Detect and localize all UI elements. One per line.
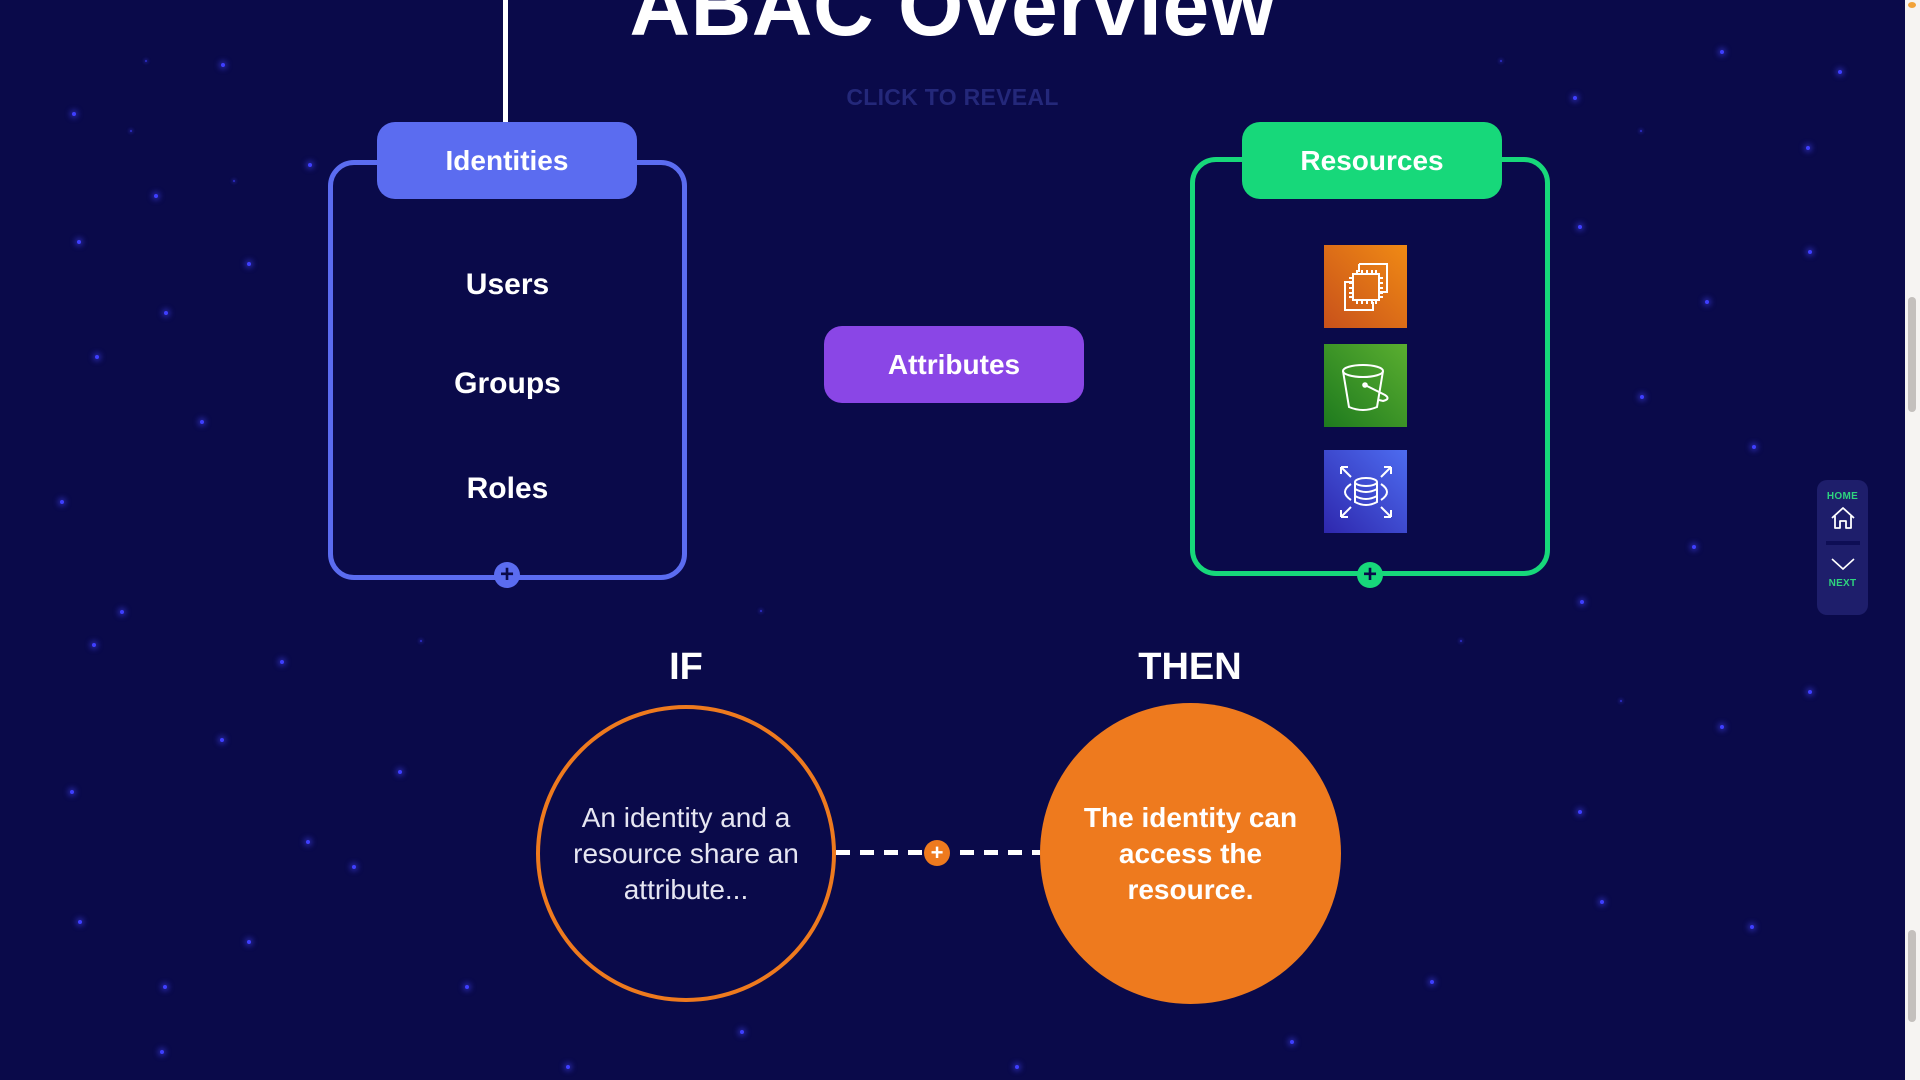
star (1578, 225, 1582, 229)
click-to-reveal-hint[interactable]: CLICK TO REVEAL (846, 84, 1059, 110)
condition-plus-icon[interactable]: + (924, 840, 950, 866)
star (1620, 700, 1622, 702)
scrollbar-thumb-secondary[interactable] (1908, 930, 1916, 1022)
star (1838, 70, 1842, 74)
resources-header[interactable]: Resources (1242, 122, 1502, 199)
chevron-down-icon[interactable] (1830, 557, 1856, 576)
star (1752, 445, 1756, 449)
star (78, 920, 82, 924)
star (1808, 250, 1812, 254)
star (130, 130, 132, 132)
star (120, 610, 124, 614)
star (60, 500, 64, 504)
identity-item-roles: Roles (466, 472, 549, 505)
star (1808, 690, 1812, 694)
star (465, 985, 469, 989)
slide-navigation: HOME NEXT (1817, 480, 1868, 615)
star (1692, 545, 1696, 549)
star (1720, 50, 1724, 54)
resources-header-label: Resources (1300, 144, 1444, 176)
star (306, 840, 310, 844)
rds-database-icon (1324, 450, 1407, 533)
nav-divider (1825, 541, 1860, 545)
star (1580, 600, 1584, 604)
star (72, 112, 76, 116)
identities-expand-plus-icon[interactable]: + (494, 562, 520, 588)
star (308, 163, 312, 167)
star (398, 770, 402, 774)
ec2-compute-icon (1324, 245, 1407, 328)
if-label: IF (669, 646, 703, 688)
star (163, 985, 167, 989)
star (200, 420, 204, 424)
next-label[interactable]: NEXT (1828, 578, 1857, 589)
home-label[interactable]: HOME (1826, 491, 1859, 502)
star (154, 194, 158, 198)
star (1640, 395, 1644, 399)
star (1015, 1065, 1019, 1069)
star (566, 1065, 570, 1069)
scroll-indicator-dot (1908, 2, 1916, 8)
star (740, 1030, 744, 1034)
star (420, 640, 422, 642)
star (70, 790, 74, 794)
star (92, 643, 96, 647)
star (1578, 810, 1582, 814)
s3-bucket-icon (1324, 344, 1407, 427)
star (1705, 300, 1709, 304)
star (1640, 130, 1642, 132)
connector-line (503, 0, 508, 124)
scrollbar-thumb[interactable] (1908, 297, 1916, 412)
star (1600, 900, 1604, 904)
star (77, 240, 81, 244)
then-result-circle: The identity can access the resource. (1040, 703, 1341, 1004)
star (760, 610, 762, 612)
then-label: THEN (1138, 646, 1242, 688)
star (95, 355, 99, 359)
star (233, 180, 235, 182)
slide-title: ABAC Overview (629, 0, 1276, 53)
attributes-button[interactable]: Attributes (824, 326, 1084, 403)
star (1573, 96, 1577, 100)
star (220, 738, 224, 742)
star (1720, 725, 1724, 729)
star (247, 262, 251, 266)
identities-header-label: Identities (445, 144, 569, 176)
if-condition-circle: An identity and a resource share an attr… (536, 705, 836, 1002)
identity-item-groups: Groups (454, 367, 561, 400)
star (352, 865, 356, 869)
star (160, 1050, 164, 1054)
dashed-connector-right (960, 850, 1040, 855)
home-icon[interactable] (1830, 506, 1856, 535)
page-scrollbar[interactable] (1905, 0, 1920, 1080)
star (145, 60, 147, 62)
if-condition-text: An identity and a resource share an attr… (573, 801, 799, 905)
resources-expand-plus-icon[interactable]: + (1357, 562, 1383, 588)
star (1500, 60, 1502, 62)
star (1750, 925, 1754, 929)
star (247, 940, 251, 944)
identity-item-users: Users (465, 268, 550, 301)
star (1430, 980, 1434, 984)
attributes-label: Attributes (887, 348, 1021, 380)
identities-header[interactable]: Identities (377, 122, 637, 199)
star (1290, 1040, 1294, 1044)
star (280, 660, 284, 664)
star (221, 63, 225, 67)
dashed-connector-left (836, 850, 924, 855)
star (164, 311, 168, 315)
then-result-text: The identity can access the resource. (1083, 801, 1298, 905)
star (1460, 640, 1462, 642)
star (1806, 146, 1810, 150)
